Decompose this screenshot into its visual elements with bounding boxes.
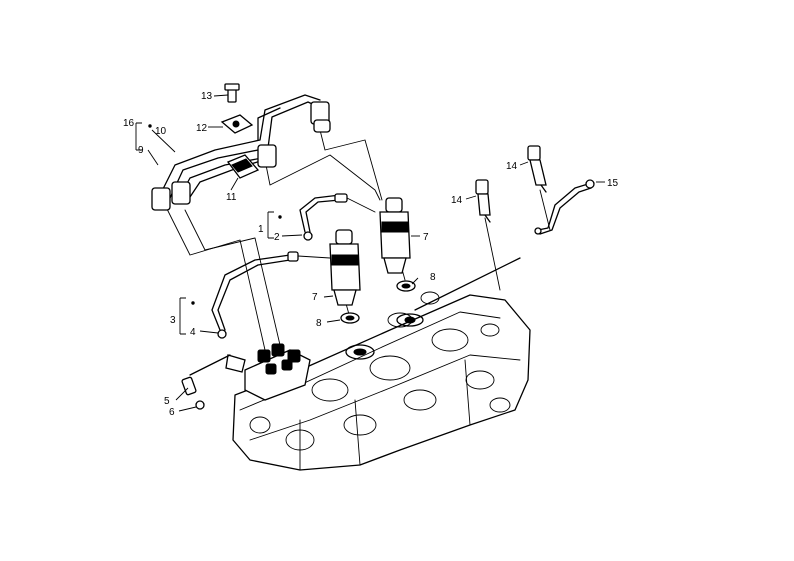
callout-5: 5	[164, 396, 170, 407]
glow-plug-connector	[534, 179, 595, 235]
injector-right	[379, 197, 416, 292]
callout-8-left: 8	[316, 318, 322, 329]
pump-outlet-block	[225, 343, 311, 401]
callout-7-left: 7	[312, 292, 318, 303]
callout-10: 10	[155, 126, 167, 137]
glow-plugs	[475, 145, 547, 223]
injector-left	[329, 229, 361, 324]
callout-14-left: 14	[451, 195, 463, 206]
callout-14-right: 14	[506, 161, 518, 172]
callout-6: 6	[169, 407, 175, 418]
callout-16: 16	[123, 118, 135, 129]
callout-8-right: 8	[430, 272, 436, 283]
pipe-clamp	[220, 83, 260, 179]
callout-15: 15	[607, 178, 619, 189]
banjo-bolt	[181, 354, 231, 410]
injection-pipes	[151, 94, 331, 211]
callout-12: 12	[196, 123, 208, 134]
callout-9: 9	[138, 145, 144, 156]
callout-1: 1	[258, 224, 264, 235]
callout-3: 3	[170, 315, 176, 326]
leak-off-pipes	[211, 193, 376, 339]
callout-11: 11	[226, 192, 237, 203]
callout-13: 13	[201, 91, 213, 102]
callout-4: 4	[190, 327, 196, 338]
callout-2: 2	[274, 232, 280, 243]
callout-labels: 13 12 16 10 9 11 1 2 3 4 5 6 7 7 8 8 14 …	[123, 91, 619, 418]
callout-7-right: 7	[423, 232, 429, 243]
leader-lines	[135, 94, 605, 412]
